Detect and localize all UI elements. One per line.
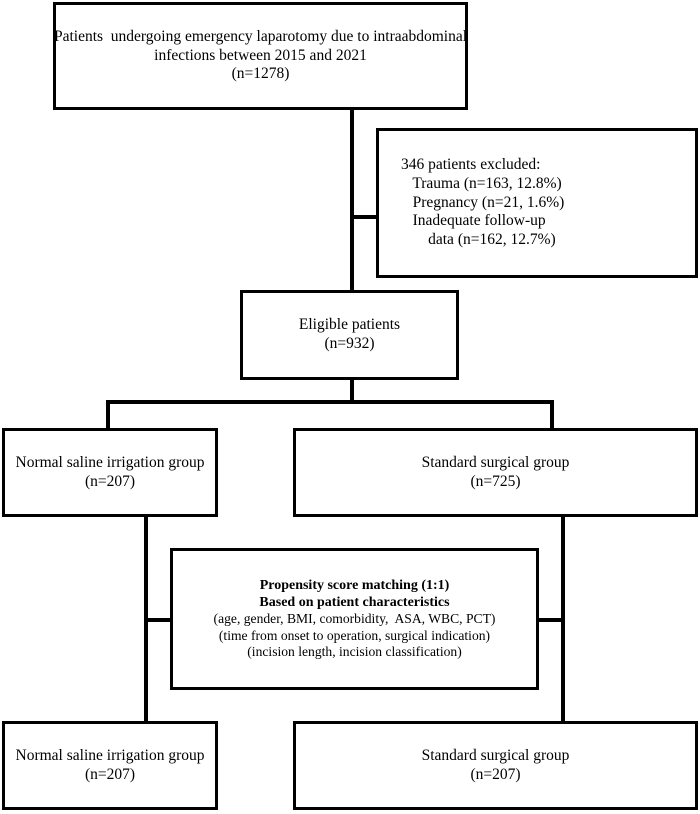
final-left-line-1: Normal saline irrigation group bbox=[15, 746, 205, 764]
arm-left-line-2: (n=207) bbox=[84, 472, 136, 490]
standard-surgical-group-matched-box: Standard surgical group (n=207) bbox=[293, 721, 698, 810]
screened-line-3: (n=1278) bbox=[231, 65, 290, 83]
psm-line-5: (incision length, incision classificatio… bbox=[247, 644, 462, 660]
connector-to-excluded-box bbox=[350, 215, 378, 219]
psm-line-3: (age, gender, BMI, comorbidity, ASA, WBC… bbox=[213, 611, 496, 627]
arm-left-line-1: Normal saline irrigation group bbox=[15, 453, 205, 471]
screened-line-1: Patients undergoing emergency laparotomy… bbox=[53, 27, 468, 45]
eligible-patients-box: Eligible patients (n=932) bbox=[240, 290, 459, 380]
arm-right-line-2: (n=725) bbox=[470, 472, 521, 490]
excluded-line-4: Inadequate follow-up bbox=[401, 212, 546, 230]
connector-right-arm-to-matched bbox=[561, 515, 565, 723]
standard-surgical-group-pre-box: Standard surgical group (n=725) bbox=[293, 428, 698, 517]
psm-line-2: Based on patient characteristics bbox=[259, 595, 450, 611]
normal-saline-irrigation-group-pre-box: Normal saline irrigation group (n=207) bbox=[2, 428, 218, 517]
excluded-line-2: Trauma (n=163, 12.8%) bbox=[401, 174, 562, 192]
eligible-line-1: Eligible patients bbox=[298, 316, 401, 334]
psm-line-4: (time from onset to operation, surgical … bbox=[218, 627, 491, 643]
final-right-line-1: Standard surgical group bbox=[421, 746, 570, 764]
connector-psm-left-stub bbox=[144, 618, 172, 622]
normal-saline-irrigation-group-matched-box: Normal saline irrigation group (n=207) bbox=[2, 721, 218, 810]
connector-screened-to-eligible bbox=[350, 108, 354, 292]
excluded-line-1: 346 patients excluded: bbox=[401, 155, 541, 173]
excluded-patients-box: 346 patients excluded: Trauma (n=163, 12… bbox=[376, 128, 698, 278]
propensity-score-matching-box: Propensity score matching (1:1) Based on… bbox=[170, 548, 539, 690]
connector-split-bar bbox=[106, 400, 554, 404]
final-right-line-2: (n=207) bbox=[470, 765, 521, 783]
arm-right-line-1: Standard surgical group bbox=[421, 453, 570, 471]
final-left-line-2: (n=207) bbox=[84, 765, 136, 783]
connector-psm-right-stub bbox=[537, 618, 563, 622]
eligible-line-2: (n=932) bbox=[324, 335, 375, 352]
connector-drop-right-arm bbox=[550, 400, 554, 430]
screened-population-box: Patients undergoing emergency laparotomy… bbox=[53, 2, 468, 110]
psm-line-1: Propensity score matching (1:1) bbox=[259, 578, 450, 594]
connector-eligible-down bbox=[350, 378, 354, 404]
excluded-line-3: Pregnancy (n=21, 1.6%) bbox=[401, 193, 565, 211]
screened-line-2: infections between 2015 and 2021 bbox=[154, 46, 367, 64]
excluded-line-5: data (n=162, 12.7%) bbox=[401, 231, 556, 249]
connector-drop-left-arm bbox=[106, 400, 110, 430]
